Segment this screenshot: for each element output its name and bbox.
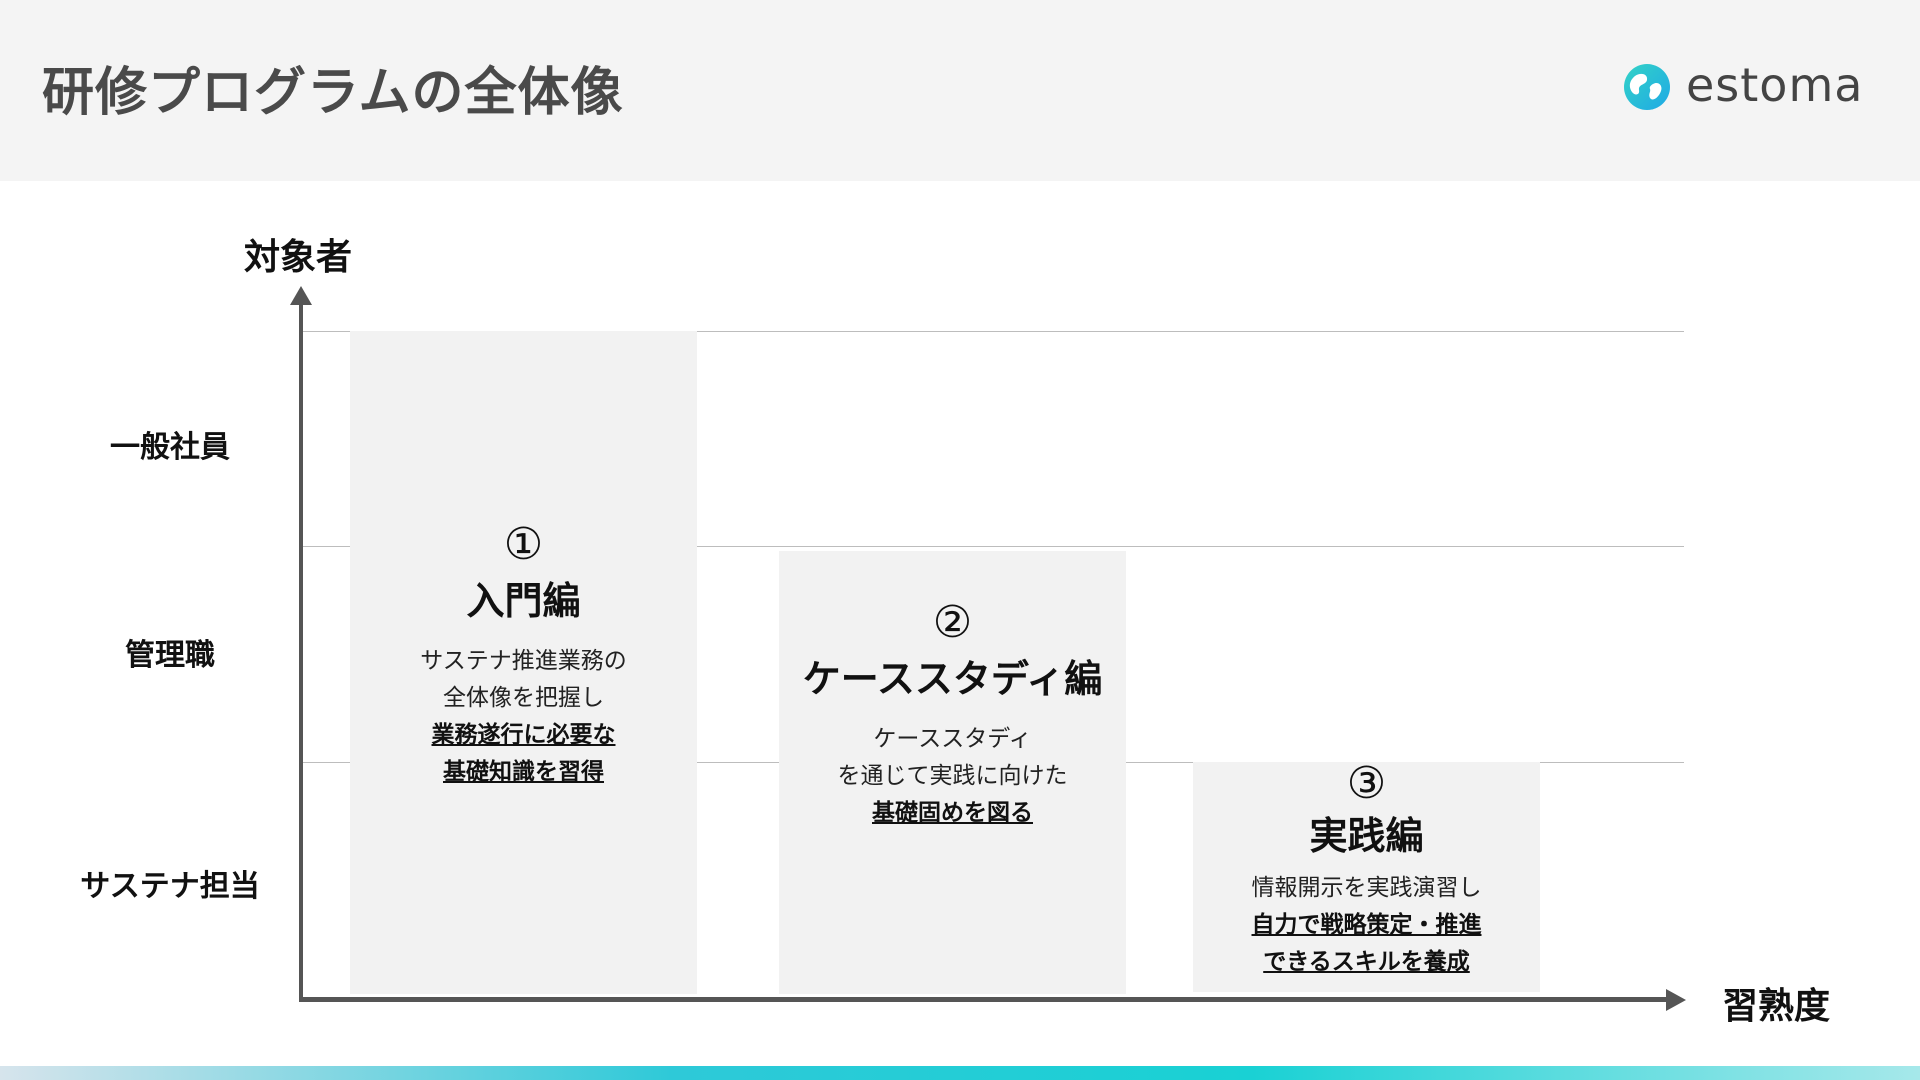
row-label-managers: 管理職 bbox=[125, 638, 215, 673]
footer-accent-bar bbox=[0, 1066, 1920, 1080]
program-box-practice: ③ 実践編 情報開示を実践演習し 自力で戦略策定・推進 できるスキルを養成 bbox=[1193, 762, 1540, 992]
program-description-line: 情報開示を実践演習し bbox=[1251, 874, 1482, 901]
page-title: 研修プログラムの全体像 bbox=[42, 63, 624, 123]
gridline-middle bbox=[302, 546, 1684, 547]
program-emphasis-line: 基礎固めを図る bbox=[872, 799, 1033, 826]
header-bar: 研修プログラムの全体像 estoma bbox=[0, 0, 1920, 181]
program-title: 入門編 bbox=[466, 579, 581, 623]
program-emphasis-line: 業務遂行に必要な bbox=[431, 721, 616, 748]
program-description-line: を通じて実践に向けた bbox=[837, 762, 1068, 789]
program-description-line: ケーススタディ bbox=[873, 725, 1032, 752]
program-description-line: 全体像を把握し bbox=[443, 684, 604, 711]
program-emphasis-line: 自力で戦略策定・推進 bbox=[1251, 911, 1482, 938]
row-label-general-staff: 一般社員 bbox=[110, 430, 230, 465]
program-title: ケーススタディ編 bbox=[802, 657, 1103, 701]
program-box-case-study: ② ケーススタディ編 ケーススタディ を通じて実践に向けた 基礎固めを図る bbox=[779, 551, 1126, 994]
y-axis-arrow-icon bbox=[290, 286, 312, 305]
x-axis-title: 習熟度 bbox=[1722, 986, 1831, 1027]
gridline-top bbox=[302, 331, 1684, 332]
y-axis-line bbox=[299, 294, 303, 1001]
x-axis-line bbox=[299, 997, 1669, 1002]
program-number: ③ bbox=[1346, 758, 1387, 809]
program-title: 実践編 bbox=[1309, 814, 1424, 858]
program-number: ① bbox=[503, 519, 544, 570]
program-emphasis-line: 基礎知識を習得 bbox=[443, 758, 604, 785]
x-axis-arrow-icon bbox=[1666, 989, 1686, 1011]
row-label-sustainability-staff: サステナ担当 bbox=[80, 869, 260, 904]
program-emphasis-line: できるスキルを養成 bbox=[1263, 948, 1470, 975]
y-axis-title: 対象者 bbox=[244, 237, 353, 278]
program-box-intro: ① 入門編 サステナ推進業務の 全体像を把握し 業務遂行に必要な 基礎知識を習得 bbox=[350, 331, 697, 994]
brand-name: estoma bbox=[1686, 58, 1864, 112]
program-number: ② bbox=[932, 597, 973, 648]
globe-logo-icon bbox=[1624, 64, 1670, 110]
brand-logo: estoma bbox=[1622, 58, 1862, 118]
program-description-line: サステナ推進業務の bbox=[420, 647, 627, 674]
